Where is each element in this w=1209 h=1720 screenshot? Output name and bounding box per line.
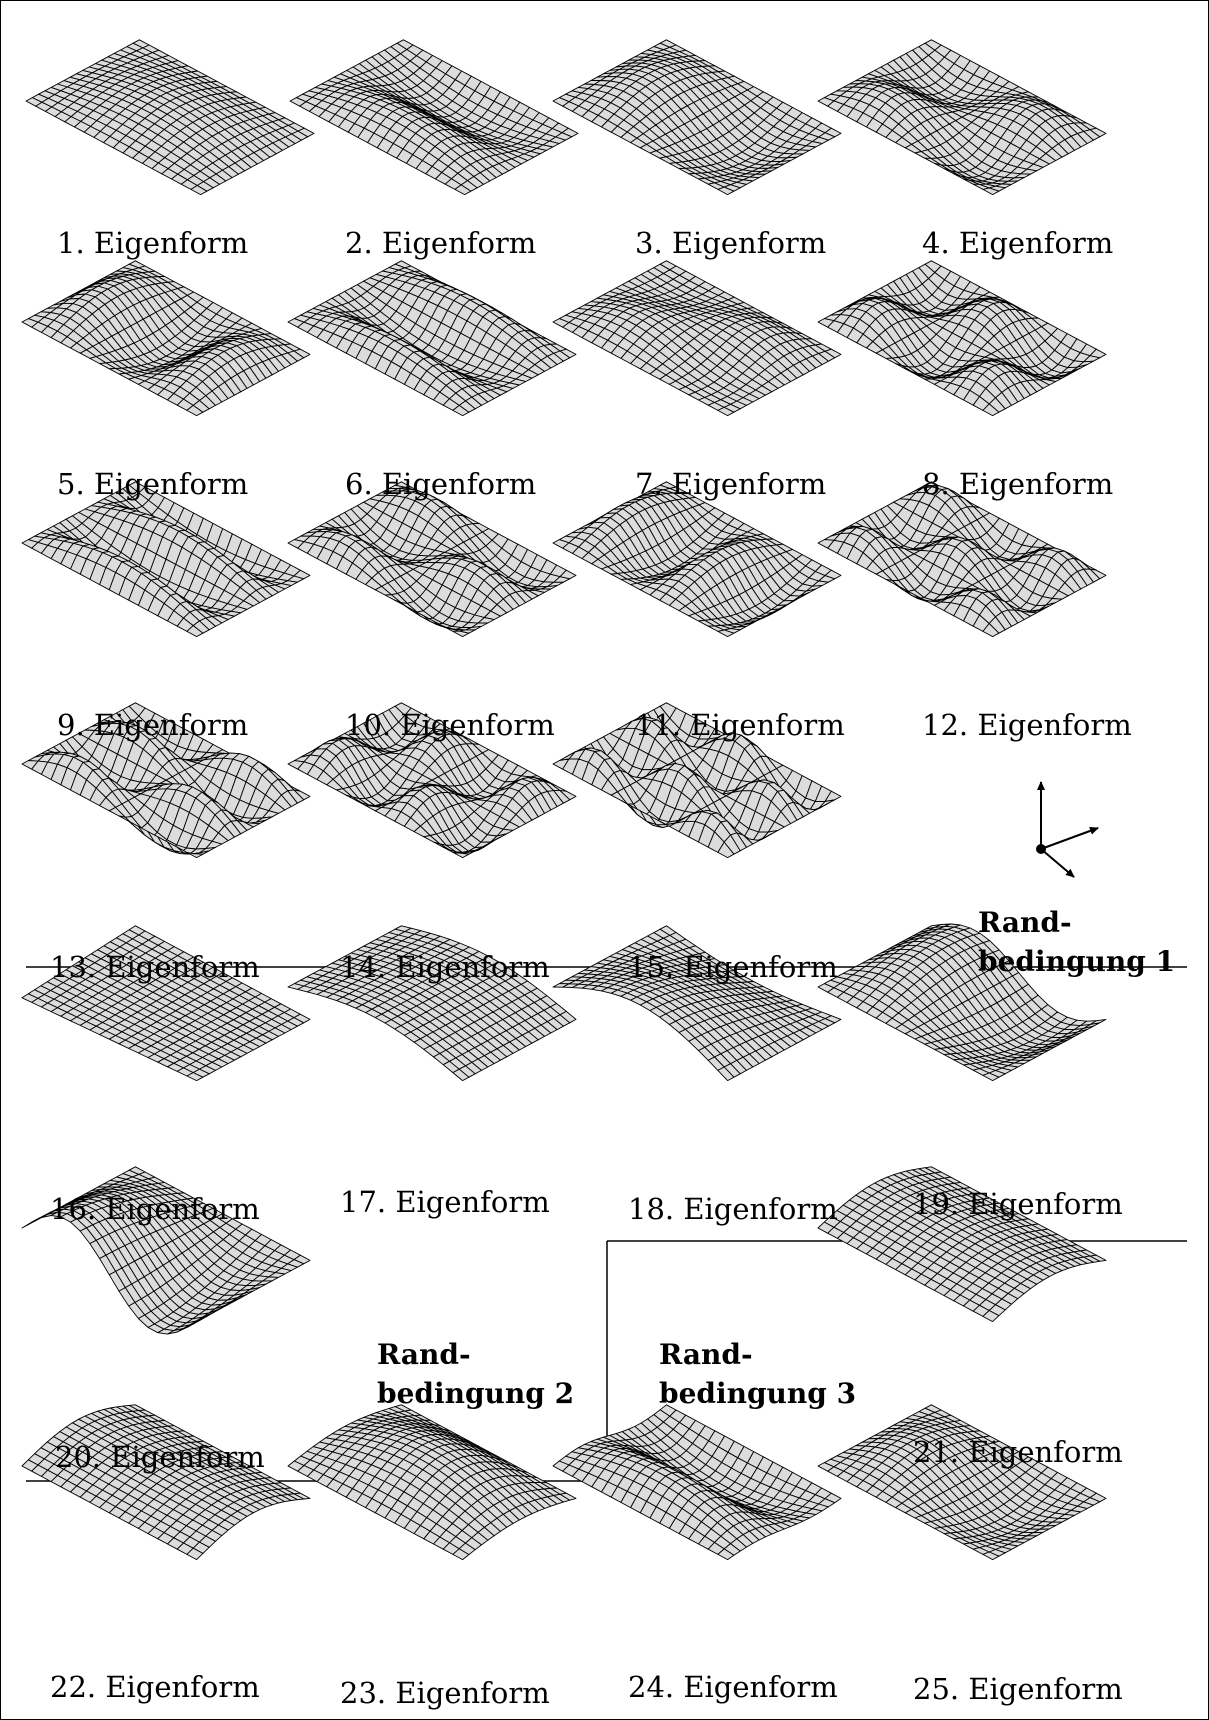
mode-label: 13. Eigenform	[50, 950, 260, 984]
mode-surface-22	[22, 1405, 310, 1560]
mode-surface-4	[818, 40, 1106, 195]
bc2-line1: Rand-	[377, 1338, 471, 1371]
mode-label: 4. Eigenform	[922, 226, 1113, 260]
mode-surface-25	[818, 1405, 1106, 1560]
mode-label: 2. Eigenform	[345, 226, 536, 260]
mode-label: 7. Eigenform	[635, 467, 826, 501]
bc1-line1: Rand-	[978, 906, 1072, 939]
mode-surface-11	[553, 482, 841, 637]
mode-label: 5. Eigenform	[57, 467, 248, 501]
mode-surfaces	[22, 40, 1106, 1560]
mode-surface-10	[288, 482, 576, 637]
mode-label: 9. Eigenform	[57, 708, 248, 742]
mode-label: 3. Eigenform	[635, 226, 826, 260]
mode-label: 24. Eigenform	[628, 1670, 838, 1704]
mode-label: 18. Eigenform	[628, 1192, 838, 1226]
mode-surface-12	[818, 482, 1106, 637]
mode-surface-3	[553, 40, 841, 195]
mode-label: 10. Eigenform	[345, 708, 555, 742]
mode-surface-9	[22, 482, 310, 637]
bc2-line2: bedingung 2	[377, 1377, 574, 1410]
mode-label: 20. Eigenform	[55, 1440, 265, 1474]
mode-label: 22. Eigenform	[50, 1670, 260, 1704]
bc3-line2: bedingung 3	[659, 1377, 856, 1410]
mode-label: 17. Eigenform	[340, 1185, 550, 1219]
mode-label: 12. Eigenform	[922, 708, 1132, 742]
bc3-line1: Rand-	[659, 1338, 753, 1371]
mode-surface-7	[553, 261, 841, 416]
mode-surface-24	[553, 1405, 841, 1560]
coordinate-axes-icon	[1036, 782, 1098, 877]
mode-label: 15. Eigenform	[628, 950, 838, 984]
mode-surface-2	[290, 40, 578, 195]
mode-surface-8	[818, 261, 1106, 416]
mode-label: 1. Eigenform	[57, 226, 248, 260]
mode-label: 19. Eigenform	[913, 1187, 1123, 1221]
mode-surface-6	[288, 261, 576, 416]
mode-label: 8. Eigenform	[922, 467, 1113, 501]
mode-label: 14. Eigenform	[340, 950, 550, 984]
mode-label: 21. Eigenform	[913, 1435, 1123, 1469]
mode-surface-5	[22, 261, 310, 416]
mode-label: 16. Eigenform	[50, 1192, 260, 1226]
mode-label: 23. Eigenform	[340, 1676, 550, 1710]
mode-surface-23	[288, 1405, 576, 1560]
mode-label: 25. Eigenform	[913, 1672, 1123, 1706]
bc1-line2: bedingung 1	[978, 945, 1175, 978]
mode-surface-1	[26, 40, 314, 195]
mode-label: 11. Eigenform	[635, 708, 845, 742]
mode-label: 6. Eigenform	[345, 467, 536, 501]
